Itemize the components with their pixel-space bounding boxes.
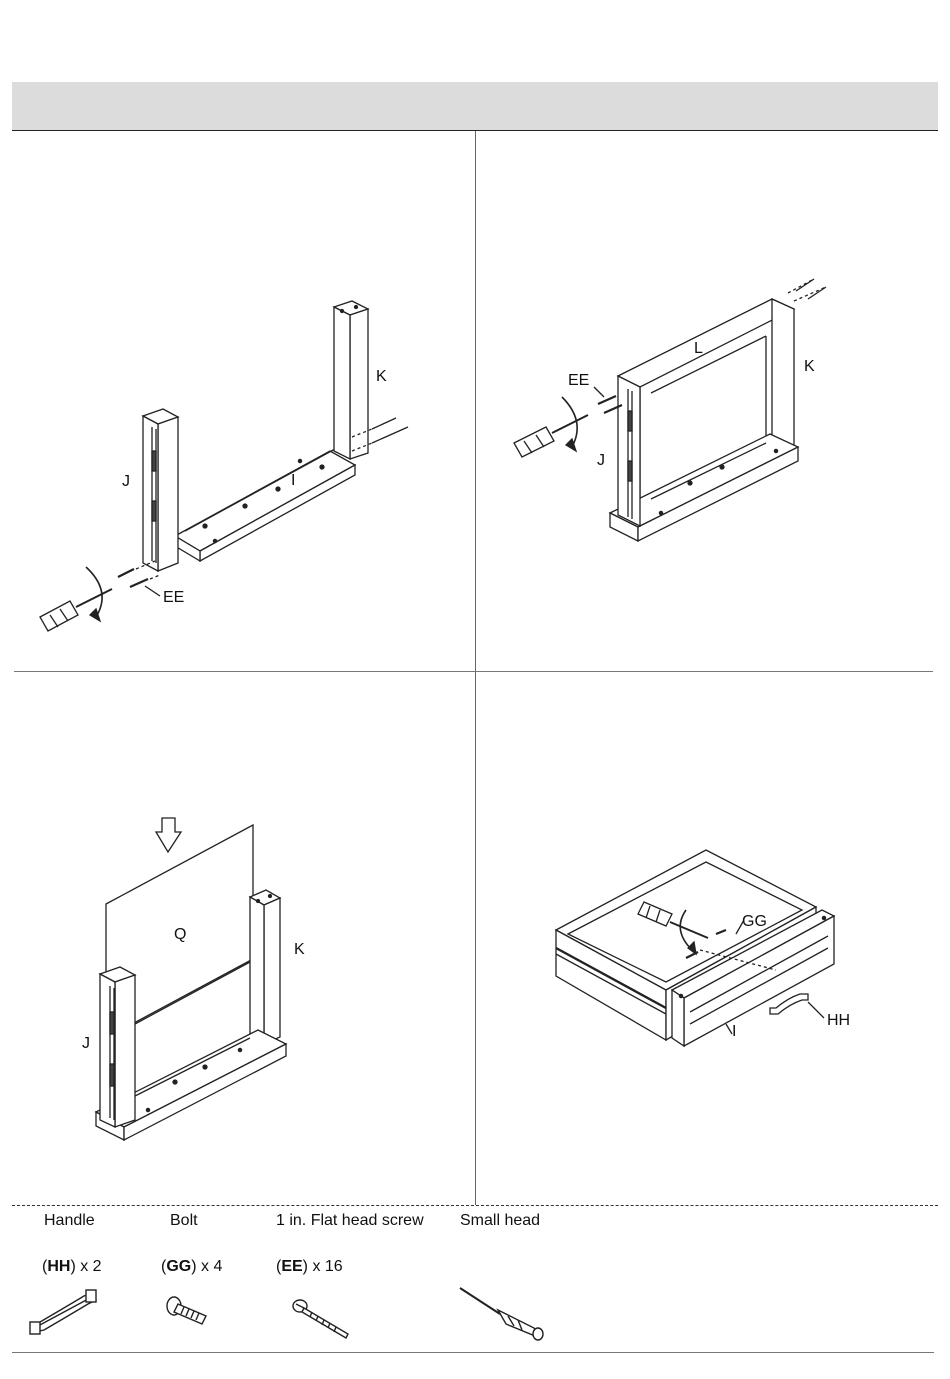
label-k: K [376, 369, 387, 385]
label-j: J [597, 453, 605, 469]
label-ee: EE [163, 590, 184, 606]
step-1-panel: K J I EE [0, 131, 475, 671]
label-k: K [294, 942, 305, 958]
label-k: K [804, 359, 815, 375]
parts-separator [12, 1205, 938, 1206]
part-name-bolt: Bolt [170, 1212, 198, 1230]
label-gg: GG [742, 914, 767, 930]
label-j: J [122, 474, 130, 490]
label-i: I [291, 473, 295, 489]
part-qty-handle: (HH) x 2 [42, 1258, 102, 1276]
screwdriver-icon [456, 1284, 548, 1342]
label-i: I [732, 1024, 736, 1040]
step-3-illustration [0, 672, 475, 1205]
handle-icon [28, 1286, 100, 1338]
label-q: Q [174, 927, 186, 943]
step-1-illustration [0, 131, 475, 671]
header-bar [12, 82, 938, 131]
push-arrow-icon [156, 818, 181, 852]
label-ee: EE [568, 373, 589, 389]
label-hh: HH [827, 1013, 850, 1029]
part-qty-flat-head-screw: (EE) x 16 [276, 1258, 343, 1276]
bottom-rule [12, 1352, 934, 1353]
step-4-illustration [476, 672, 950, 1205]
step-4-panel: GG HH I [476, 672, 950, 1205]
step-4-handle-icon [770, 994, 808, 1014]
step-3-panel: Q K J [0, 672, 475, 1205]
part-name-flat-head-screw: 1 in. Flat head screw [276, 1212, 424, 1230]
part-name-handle: Handle [44, 1212, 95, 1230]
part-qty-bolt: (GG) x 4 [161, 1258, 222, 1276]
flat-head-screw-icon [290, 1298, 354, 1342]
part-name-small-head: Small head [460, 1212, 540, 1230]
label-j: J [82, 1036, 90, 1052]
label-l: L [694, 341, 703, 357]
step-2-illustration [476, 131, 950, 671]
step-2-panel: L K EE J [476, 131, 950, 671]
bolt-icon [164, 1296, 212, 1332]
